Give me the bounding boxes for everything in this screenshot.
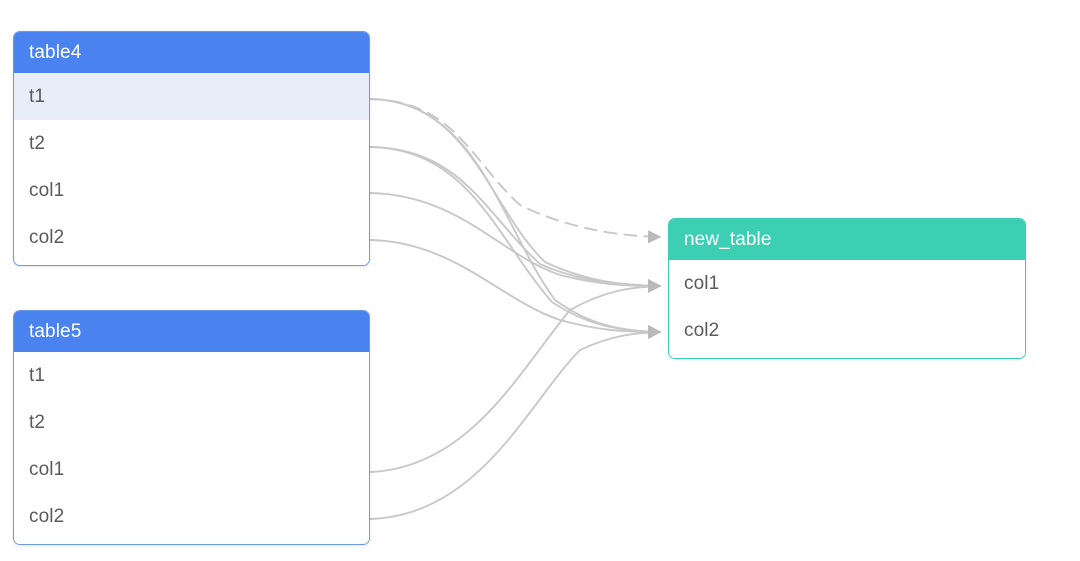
column-row[interactable]: col1 [14, 446, 369, 493]
lineage-edge[interactable] [369, 239, 662, 339]
lineage-edge[interactable] [369, 98, 662, 339]
lineage-edge[interactable] [369, 325, 662, 520]
column-row[interactable]: col2 [14, 493, 369, 540]
column-row[interactable]: col2 [669, 307, 1025, 354]
table-node-title[interactable]: table4 [14, 32, 369, 73]
lineage-edge[interactable] [369, 146, 662, 339]
lineage-edge[interactable] [369, 146, 662, 293]
column-row[interactable]: t2 [14, 120, 369, 167]
column-row[interactable]: col1 [14, 167, 369, 214]
lineage-edge[interactable] [369, 279, 662, 473]
column-row[interactable]: t1 [14, 73, 369, 120]
lineage-edge[interactable] [369, 98, 662, 293]
column-row[interactable]: t1 [14, 352, 369, 399]
column-row[interactable]: col2 [14, 214, 369, 261]
column-row[interactable]: t2 [14, 399, 369, 446]
lineage-edge[interactable] [369, 192, 662, 293]
column-row[interactable]: col1 [669, 260, 1025, 307]
table-node-title[interactable]: new_table [669, 219, 1025, 260]
table-node-title[interactable]: table5 [14, 311, 369, 352]
lineage-edge[interactable] [369, 98, 662, 244]
